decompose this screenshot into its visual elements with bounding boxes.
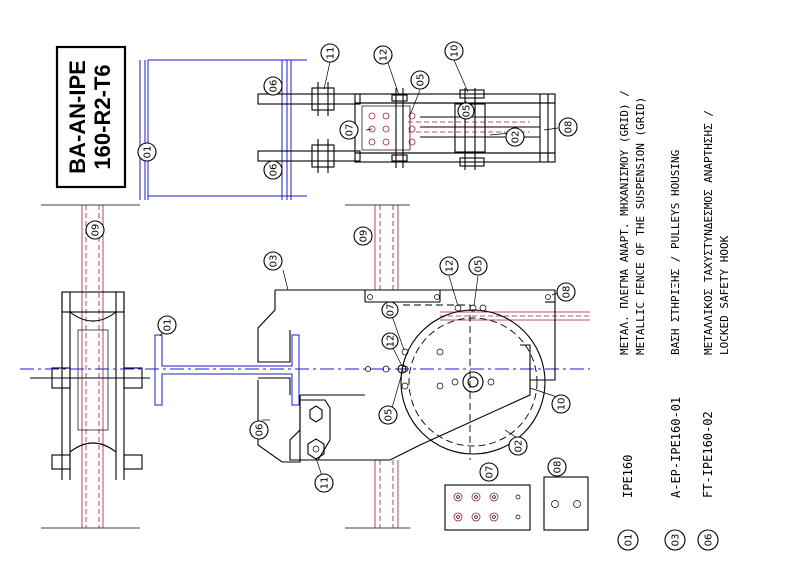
svg-text:02: 02 [514,440,525,453]
sheet-code-line2: 160-R2-T6 [90,64,115,169]
callout-10-main: 10 [551,394,571,414]
legend: 01 IPE160 ΜΕΤΑΛ. ΠΛΕΓΜΑ ΑΝΑΡΤ. ΜΗΧΑΝΙΣΜΟ… [617,90,731,551]
elevation-grid [345,204,590,529]
svg-text:07: 07 [485,466,496,479]
svg-text:10: 10 [557,398,568,411]
callout-07-main: 07 [381,301,399,319]
svg-text:05: 05 [462,105,473,118]
svg-text:03: 03 [269,255,280,268]
pulley-wheel [400,309,546,455]
svg-text:08: 08 [553,461,564,474]
svg-text:01: 01 [624,534,635,547]
svg-text:12: 12 [445,260,456,273]
leader-lines [159,59,561,477]
legend-code-01: IPE160 [621,455,635,498]
legend-num-06: 06 [697,529,719,551]
svg-text:09: 09 [359,230,370,243]
callout-08-main: 08 [556,282,576,302]
callout-09-side: 09 [85,220,105,240]
callout-07-detail: 07 [479,462,499,482]
callout-06-upper: 06 [263,76,283,96]
svg-text:07: 07 [386,304,397,317]
callout-06-main: 06 [249,420,269,440]
callout-05-main: 05 [468,256,488,276]
svg-text:06: 06 [255,424,266,437]
ipe-section [154,334,300,406]
svg-text:05: 05 [384,409,395,422]
legend-num-03: 03 [664,529,686,551]
legend-code-03: A-EP-IPE160-01 [669,397,683,498]
callout-12-mid: 12 [381,332,399,350]
svg-text:06: 06 [269,80,280,93]
callout-01-section: 01 [157,315,177,335]
callout-09-main: 09 [353,226,373,246]
callout-03: 03 [263,251,283,271]
svg-text:06: 06 [704,534,715,547]
callout-02-top: 02 [505,127,525,147]
callouts: 01 06 06 11 12 05 10 07 05 02 08 09 09 0… [85,41,578,493]
svg-text:01: 01 [143,146,154,159]
svg-text:10: 10 [450,45,461,58]
callout-12-top: 12 [373,45,393,65]
callout-01-top: 01 [137,142,157,162]
callout-11-main: 11 [314,473,334,493]
callout-10-top: 10 [444,41,464,61]
svg-text:08: 08 [562,286,573,299]
svg-text:06: 06 [269,164,280,177]
callout-11-top: 11 [320,43,340,63]
callout-05-top: 05 [410,70,430,90]
pulleys-housing [257,289,556,461]
svg-text:05: 05 [416,74,427,87]
sheet-code-line1: BA-AN-IPE [65,60,90,174]
svg-text:07: 07 [345,124,356,137]
legend-desc-03: ΒΑΣΗ ΣΤΗΡΙΞΗΣ / PULLEYS HOUSING [669,150,682,355]
callout-07-top: 07 [339,120,359,140]
callout-06-lower: 06 [263,160,283,180]
svg-text:12: 12 [379,49,390,62]
legend-desc-06-line2: LOCKED SAFETY HOOK [718,235,731,355]
legend-num-01: 01 [617,529,639,551]
svg-text:05: 05 [474,260,485,273]
legend-grid-line1: ΜΕΤΑΛ. ΠΛΕΓΜΑ ΑΝΑΡΤ. ΜΗΧΑΝΙΣΜΟΥ (GRID) / [618,90,631,355]
legend-grid-line2: METALLIC FENCE OF THE SUSPENSION (GRID) [634,97,647,355]
top-view-ipe [139,59,307,200]
svg-text:11: 11 [326,47,337,60]
callout-02-main: 02 [508,436,528,456]
top-view-assembly [257,82,556,173]
callout-05-top-b: 05 [457,102,475,120]
svg-text:11: 11 [320,477,331,490]
side-view [30,204,150,529]
legend-desc-06-line1: ΜΕΤΑΛΛΙΚΟΣ ΤΑΧΥΣΤΥΝΔΕΣΜΟΣ ΑΝΑΡΤΗΣΗΣ / [702,110,715,355]
svg-text:12: 12 [386,335,397,348]
callout-12-main: 12 [439,256,459,276]
legend-code-06: FT-IPE160-02 [701,411,715,498]
sheet-code-block: BA-AN-IPE 160-R2-T6 [55,45,127,189]
svg-text:02: 02 [511,131,522,144]
callout-05-mid: 05 [378,405,398,425]
callout-08-top: 08 [558,117,578,137]
detail-plates [444,476,589,531]
safety-hook [257,380,331,463]
svg-text:09: 09 [91,224,102,237]
svg-text:08: 08 [564,121,575,134]
svg-text:03: 03 [671,534,682,547]
svg-text:01: 01 [163,319,174,332]
callout-08-detail: 08 [547,457,567,477]
